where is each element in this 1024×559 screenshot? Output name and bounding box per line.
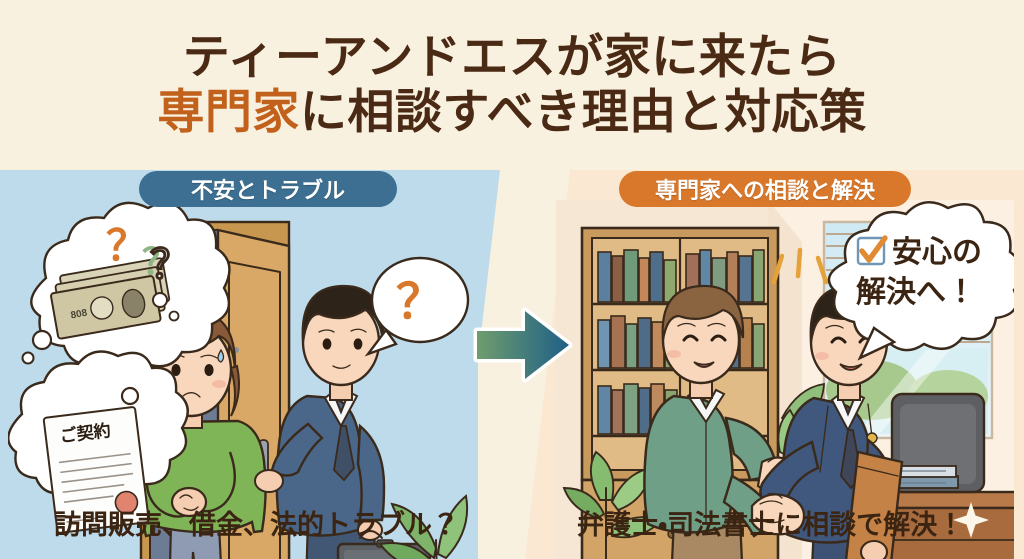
page-title-line-2: 専門家に相談すべき理由と対応策 — [157, 85, 867, 138]
page-title-line-2-rest: に相談すべき理由と対応策 — [299, 85, 867, 138]
salesman-question-bubble: ？ — [364, 256, 470, 357]
right-scene-illustration: 安心の 解決へ！ — [556, 200, 1014, 559]
left-scene-illustration: ティーアンドエス — [8, 200, 478, 559]
right-panel-caption: 弁護士・司法書士に相談で解決！ — [577, 510, 965, 540]
right-panel-badge: 専門家への相談と解決 — [619, 171, 911, 207]
handshake — [750, 492, 806, 536]
money-thought-bubble: 808 — [21, 201, 231, 373]
question-mark-door: ？ — [150, 243, 190, 287]
bubble-line-1: 安心の — [892, 236, 982, 269]
header-title-block: ティーアンドエスが家に来たら 専門家に相談すべき理由と対応策 — [0, 0, 1024, 170]
svg-text:？: ？ — [396, 276, 444, 329]
question-mark-green: ？ — [142, 241, 178, 282]
potted-plant-right-front — [562, 450, 664, 559]
left-panel-badge: 不安とトラブル — [139, 171, 397, 207]
transition-arrow — [473, 305, 573, 385]
question-mark-orange: ？ — [106, 222, 148, 269]
svg-text:808: 808 — [70, 308, 89, 322]
left-panel-caption: 訪問販売、借金、法的トラブル？ — [54, 510, 459, 540]
page-title-line-1: ティーアンドエスが家に来たら — [182, 30, 842, 84]
document-folder — [844, 450, 904, 559]
bubble-line-2: 解決へ！ — [856, 276, 976, 309]
panels-container: ティーアンドエス — [0, 170, 1024, 559]
page-title-highlight: 専門家 — [157, 85, 300, 138]
solution-speech-bubble: 安心の 解決へ！ — [827, 201, 1014, 361]
potted-plant-left — [378, 494, 469, 559]
contract-thought-bubble: ご契約 — [8, 350, 189, 534]
sparkle-lines — [771, 247, 829, 285]
